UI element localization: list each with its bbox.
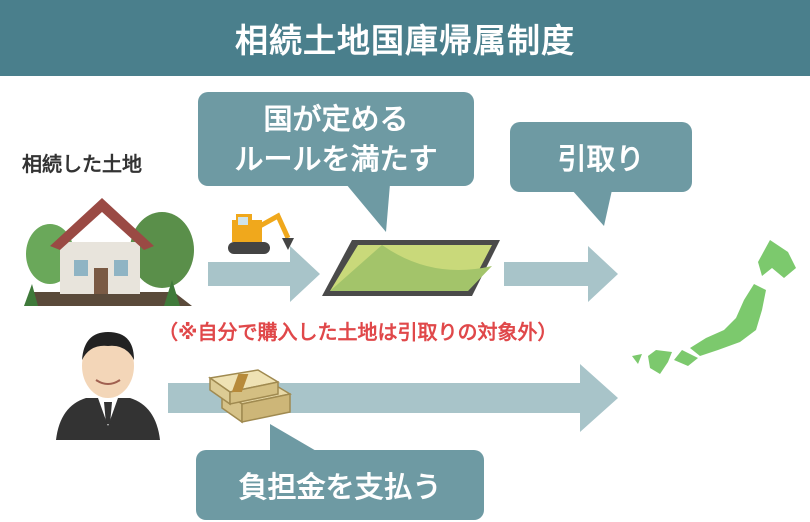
bubble-rules: 国が定める ルールを満たす (198, 92, 474, 186)
bubble-rules-line1: 国が定める (263, 102, 409, 136)
bubble-pay: 負担金を支払う (196, 450, 484, 520)
bubble-rules-tail (346, 184, 390, 232)
inherited-land-label: 相続した土地 (22, 152, 142, 176)
japan-map-icon (632, 240, 796, 374)
bubble-takeover-tail (572, 190, 612, 226)
bubble-pay-tail (270, 424, 318, 452)
arrow-land-to-japan (504, 246, 618, 302)
excluded-note: （※自分で購入した土地は引取りの対象外） (158, 320, 558, 344)
land-plot-icon (322, 240, 500, 296)
person-icon (56, 332, 160, 440)
house-icon (24, 198, 194, 306)
bubble-takeover: 引取り (510, 122, 692, 192)
excavator-icon (228, 212, 294, 254)
arrow-house-to-land (208, 246, 320, 302)
arrow-payment-to-japan (168, 364, 618, 432)
title-bar: 相続土地国庫帰属制度 (0, 0, 810, 76)
page-title: 相続土地国庫帰属制度 (235, 21, 575, 60)
bubble-rules-line2: ルールを満たす (234, 142, 438, 176)
money-bundle-icon (208, 369, 292, 424)
